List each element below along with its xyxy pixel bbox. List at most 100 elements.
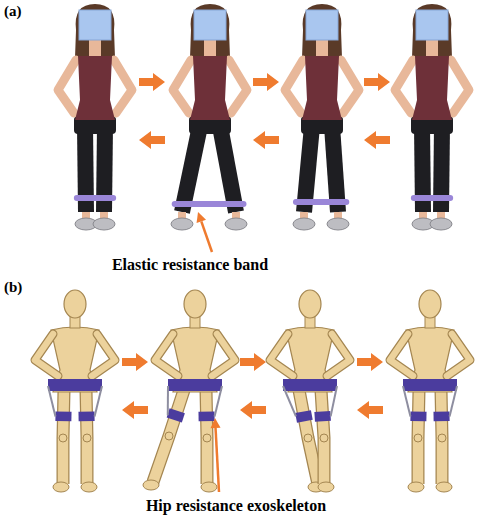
arm <box>58 60 76 113</box>
flow-arrow <box>240 353 266 371</box>
leg-outline <box>299 390 318 484</box>
hip-belt <box>168 379 222 391</box>
arm <box>173 60 191 113</box>
pointer-head <box>197 212 206 223</box>
shoe <box>225 218 247 230</box>
foot <box>53 482 69 492</box>
head <box>64 290 86 318</box>
neck <box>316 38 328 56</box>
face-cover <box>416 10 448 40</box>
arm-outline <box>155 334 178 376</box>
knee-joint <box>304 434 312 442</box>
leg <box>299 390 318 484</box>
foot <box>436 482 452 492</box>
arm <box>327 334 350 376</box>
arm-outline <box>212 334 235 376</box>
thigh-cuff <box>410 412 426 422</box>
head <box>184 290 206 318</box>
head <box>299 290 321 318</box>
woman-figure <box>58 4 132 230</box>
neck <box>204 38 216 56</box>
elastic-band <box>175 201 244 207</box>
shoe <box>93 218 115 230</box>
hip-belt <box>283 379 337 391</box>
foot <box>143 480 159 490</box>
arm <box>35 334 58 376</box>
arm <box>229 60 247 113</box>
arm <box>212 334 235 376</box>
exoskeleton-rod <box>167 386 169 415</box>
flow-arrow <box>364 131 390 149</box>
thigh-cuff <box>198 412 214 422</box>
foot <box>81 482 97 492</box>
arm <box>341 60 359 113</box>
arm-outline <box>92 334 115 376</box>
hair <box>412 4 452 58</box>
tank-top <box>302 56 342 120</box>
exoskeleton-rod <box>403 386 410 416</box>
mannequin-figure <box>390 290 470 492</box>
exoskeleton-rod <box>95 386 102 416</box>
hair <box>190 4 230 58</box>
panel-label: (a) <box>4 2 22 20</box>
shoe <box>293 218 315 230</box>
arm <box>92 334 115 376</box>
knee-joint <box>83 434 91 442</box>
flow-arrow <box>122 353 148 371</box>
face-cover <box>79 10 111 40</box>
exoskeleton-rod <box>215 386 222 416</box>
tank-top <box>190 56 230 120</box>
thigh-cuff <box>174 411 177 420</box>
elastic-band <box>296 199 346 205</box>
leg <box>220 126 236 212</box>
exoskeleton-rod <box>331 386 337 416</box>
thigh-cuff <box>433 412 449 422</box>
flow-arrow <box>139 131 165 149</box>
foot <box>408 482 424 492</box>
panel-label: (b) <box>4 278 22 296</box>
arm <box>270 334 293 376</box>
thigh-cuff <box>78 412 94 422</box>
flow-arrow <box>253 73 279 91</box>
arm-outline <box>35 334 58 376</box>
arm <box>447 334 470 376</box>
hip-belt <box>403 379 457 391</box>
mannequin-figure <box>270 290 350 492</box>
woman-figure <box>285 4 359 230</box>
flow-arrow <box>357 353 383 371</box>
pointer-head <box>211 418 221 428</box>
tank-top <box>75 56 115 120</box>
woman-figure <box>171 4 247 230</box>
shoe <box>171 218 193 230</box>
arm <box>390 334 413 376</box>
shoe <box>327 218 349 230</box>
tank-top <box>412 56 452 120</box>
mannequin-figure <box>35 290 115 492</box>
arm <box>285 60 303 113</box>
hair <box>302 4 342 58</box>
foot <box>201 482 217 492</box>
neck <box>89 38 101 56</box>
flow-arrow <box>122 401 148 419</box>
knee-joint <box>438 434 446 442</box>
elastic-band <box>414 195 450 201</box>
flow-arrow <box>139 73 165 91</box>
exoskeleton-rod <box>450 386 457 416</box>
thigh-cuff <box>314 412 331 422</box>
arm-outline <box>447 334 470 376</box>
callout-label: Elastic resistance band <box>112 256 268 274</box>
woman-figure <box>395 4 469 230</box>
arm-outline <box>390 334 413 376</box>
flow-arrow <box>240 401 266 419</box>
flow-arrow <box>357 401 383 419</box>
shoe <box>430 218 452 230</box>
elastic-band <box>77 195 113 201</box>
neck <box>426 38 438 56</box>
face-cover <box>306 10 338 40</box>
arm-outline <box>327 334 350 376</box>
hair <box>75 4 115 58</box>
knee-joint <box>165 432 173 440</box>
flow-arrow <box>364 73 390 91</box>
arm <box>155 334 178 376</box>
exoskeleton-rod <box>48 386 55 416</box>
